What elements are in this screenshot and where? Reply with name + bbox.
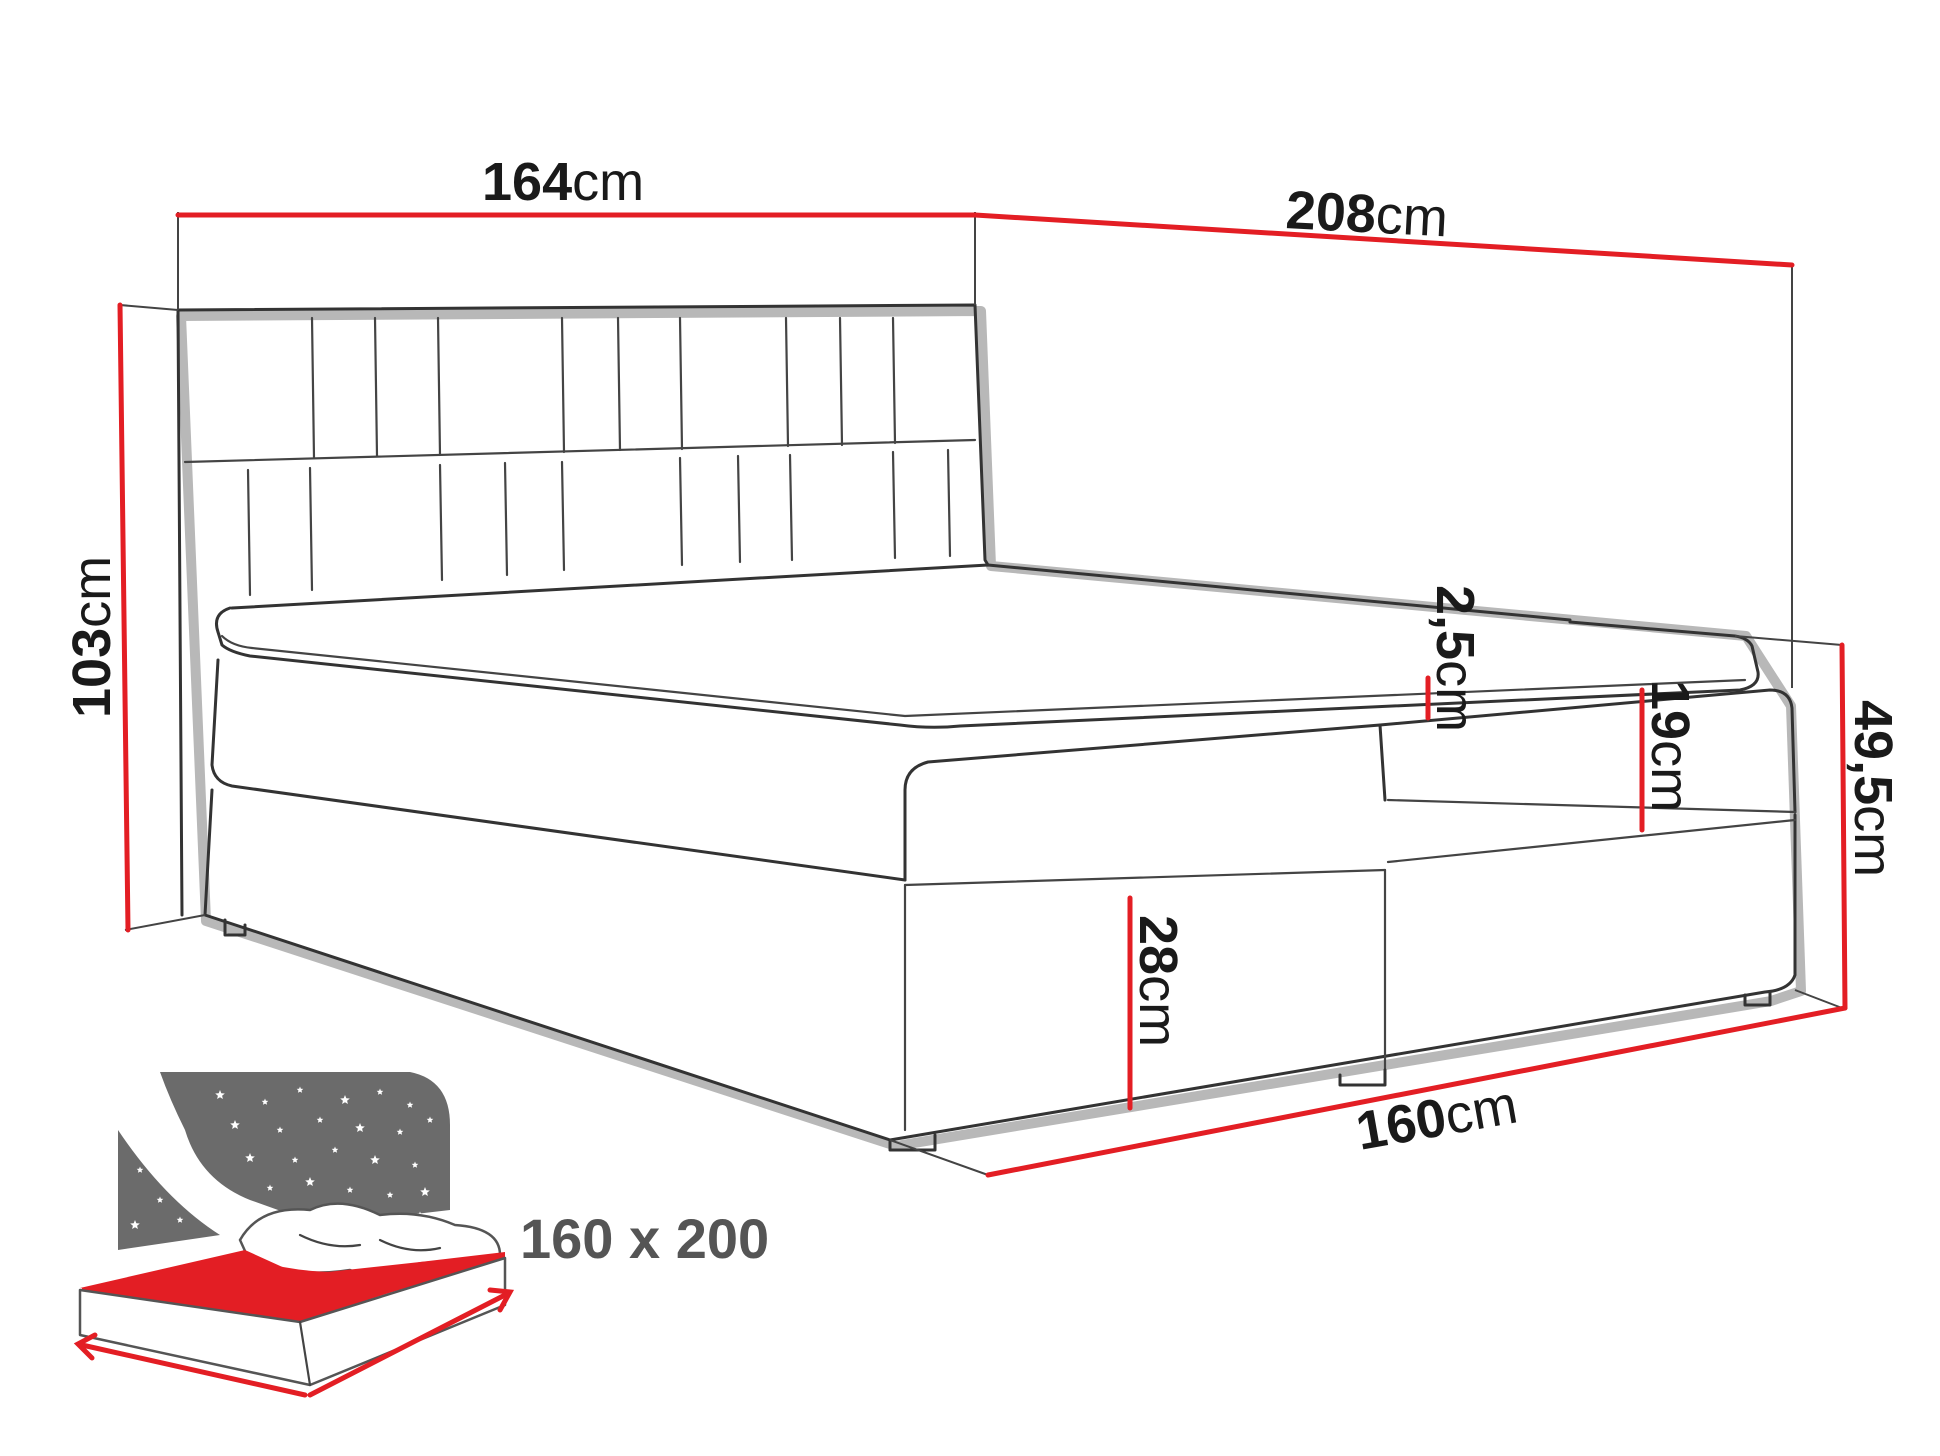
star-icon [376, 1088, 384, 1095]
inner-width-label: 160cm [1352, 1075, 1522, 1162]
star-icon [370, 1155, 380, 1164]
total-side-label: 49,5cm [1843, 700, 1903, 877]
star-icon [261, 1098, 269, 1105]
dimension-lines [117, 212, 1848, 1178]
total-side-line [1839, 642, 1848, 1011]
star-icon [230, 1120, 240, 1129]
star-icon [346, 1186, 354, 1193]
star-icon [406, 1101, 414, 1108]
inner-width-line [985, 1005, 1848, 1178]
length-line [972, 212, 1795, 268]
star-icon [386, 1191, 394, 1198]
star-icon [396, 1128, 404, 1135]
star-icon [136, 1166, 144, 1173]
star-icon [266, 1184, 274, 1191]
star-icon [245, 1153, 255, 1162]
height-line [117, 302, 131, 933]
star-icon [156, 1196, 164, 1203]
star-icon [331, 1146, 339, 1153]
star-icon [411, 1161, 419, 1168]
star-pattern-icon [160, 1072, 450, 1225]
star-icon [291, 1156, 299, 1163]
star-icon [340, 1095, 350, 1104]
star-icon [215, 1090, 225, 1099]
mattress-size-icon: 160 x 200 [73, 1072, 769, 1398]
base-label: 28cm [1128, 915, 1188, 1047]
length-label: 208cm [1284, 180, 1449, 248]
star-icon [305, 1177, 315, 1186]
dimension-labels: 164cm 208cm 103cm 2,5cm 19cm 49,5cm 28cm… [62, 152, 1903, 1162]
star-icon [426, 1116, 434, 1123]
mattress-label: 19cm [1640, 680, 1700, 812]
sleeping-area-label: 160 x 200 [520, 1207, 769, 1270]
width-label: 164cm [482, 152, 644, 212]
star-icon [316, 1116, 324, 1123]
star-icon [355, 1123, 365, 1132]
star-icon [200, 1173, 210, 1182]
extension-lines [119, 212, 1843, 1176]
height-label: 103cm [62, 556, 122, 718]
star-icon [420, 1187, 430, 1196]
bed-outline-drawing [176, 303, 1806, 1152]
topper-label: 2,5cm [1425, 585, 1485, 732]
star-icon [196, 1241, 204, 1248]
star-icon [130, 1220, 140, 1229]
star-icon [296, 1086, 304, 1093]
star-icon [176, 1216, 184, 1223]
star-icon [276, 1126, 284, 1133]
